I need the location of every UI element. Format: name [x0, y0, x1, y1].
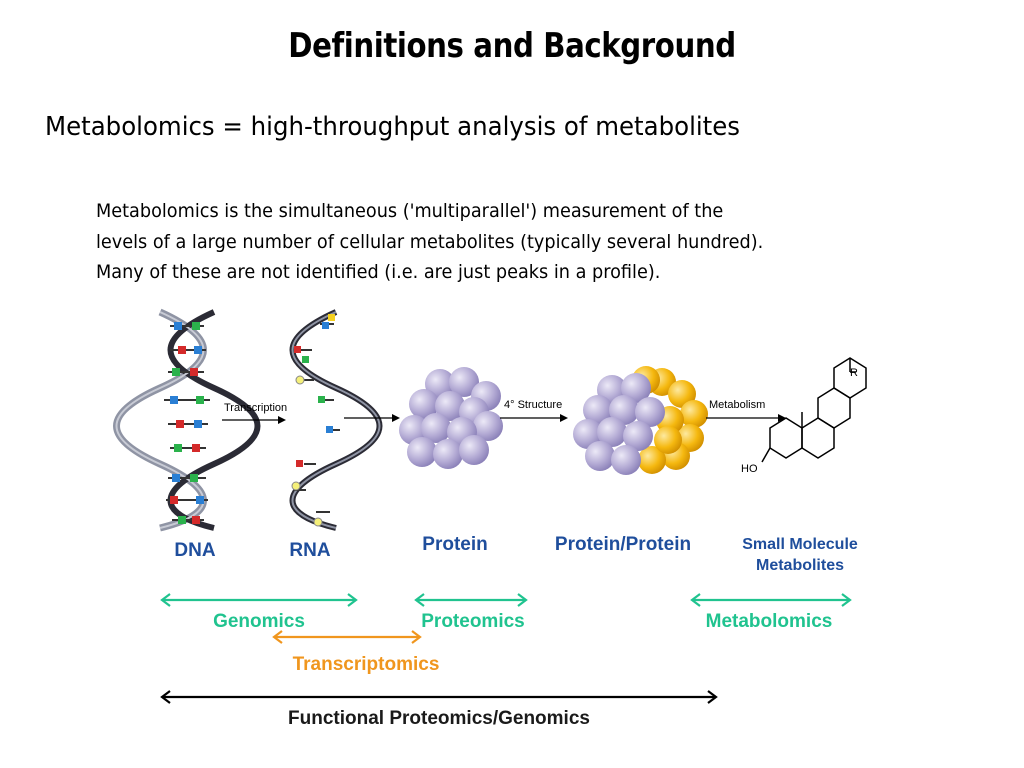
small-molecule-label: Small Molecule: [742, 536, 858, 553]
metabolism-arrow: Metabolism: [706, 399, 786, 422]
dna-label: DNA: [174, 540, 215, 561]
transcriptomics-range-arrow: [272, 630, 422, 644]
hydroxyl-label: HO: [741, 463, 758, 475]
functional-label: Functional Proteomics/Genomics: [288, 708, 590, 729]
protein-complex: [573, 366, 708, 475]
metabolites-label: Metabolites: [756, 557, 844, 574]
structure-label: 4° Structure: [504, 399, 562, 411]
dna-helix: [113, 308, 261, 532]
r-group-label: R: [850, 367, 858, 379]
metabolomics-label: Metabolomics: [706, 611, 833, 632]
structure-arrow: 4° Structure: [500, 399, 568, 422]
rna-protein-arrow: [344, 414, 400, 422]
functional-range-arrow: [160, 690, 718, 704]
rna-strand: [289, 309, 383, 531]
genomics-range-arrow: [160, 593, 358, 607]
slide-subtitle: Metabolomics = high-throughput analysis …: [45, 112, 741, 142]
body-line: Metabolomics is the simultaneous ('multi…: [96, 200, 724, 222]
metabolism-label: Metabolism: [709, 399, 765, 411]
transcription-arrow: Transcription: [222, 402, 287, 424]
body-line: levels of a large number of cellular met…: [96, 230, 764, 253]
metabolite-molecule: [761, 357, 867, 463]
slide-title: Definitions and Background: [288, 26, 736, 66]
body-line: Many of these are not identified (i.e. a…: [96, 261, 661, 283]
proteomics-range-arrow: [414, 593, 528, 607]
proteomics-label: Proteomics: [421, 611, 524, 632]
body-paragraph: Metabolomics is the simultaneous ('multi…: [96, 196, 840, 288]
transcriptomics-label: Transcriptomics: [293, 654, 440, 675]
transcription-label: Transcription: [224, 402, 287, 414]
metabolomics-range-arrow: [690, 593, 852, 607]
rna-label: RNA: [289, 540, 330, 561]
protein-cluster: [399, 367, 503, 469]
protein-protein-label: Protein/Protein: [555, 534, 691, 555]
protein-label: Protein: [422, 534, 487, 555]
genomics-label: Genomics: [213, 611, 305, 632]
